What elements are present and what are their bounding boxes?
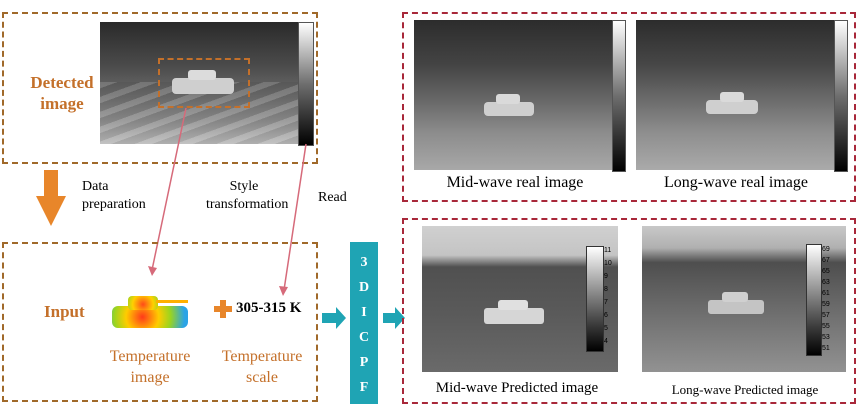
long-wave-scale-labels: 69 67 65 63 61 59 57 55 53 51	[822, 244, 842, 354]
scale-tick-label: 8	[604, 286, 608, 293]
mid-wave-real-image	[414, 20, 612, 170]
scale-tick-label: 57	[822, 312, 830, 319]
tank-turret	[496, 94, 520, 104]
scale-tick-label: 63	[822, 279, 830, 286]
scale-tick-label: 65	[822, 268, 830, 275]
temperature-image	[112, 294, 188, 332]
input-panel	[2, 242, 318, 402]
model-letter: P	[359, 355, 369, 370]
style-transformation-label: Style transformation	[206, 179, 289, 212]
tank-turret	[498, 300, 528, 310]
mid-wave-real-colorbar	[612, 20, 626, 172]
read-label: Read	[318, 190, 347, 205]
model-letter: 3	[360, 255, 368, 270]
scale-tick-label: 11	[604, 247, 612, 254]
scale-tick-label: 6	[604, 312, 608, 319]
scale-tick-label: 69	[822, 246, 830, 253]
model-letter: C	[358, 330, 370, 345]
model-letter: D	[358, 280, 370, 295]
detected-thermal-image	[100, 22, 298, 144]
detection-box	[158, 58, 250, 108]
model-letter: I	[361, 305, 367, 320]
temp-tank-gun	[156, 300, 188, 303]
tank-silhouette	[708, 300, 764, 314]
tank-turret	[188, 70, 216, 80]
temp-tank-turret	[128, 296, 158, 310]
tank-turret	[720, 92, 744, 102]
input-label: Input	[44, 302, 85, 321]
from-model-arrow-icon	[383, 307, 405, 329]
scale-tick-label: 7	[604, 299, 608, 306]
detected-image-panel	[2, 12, 318, 164]
scale-tick-label: 4	[604, 338, 608, 345]
temperature-range: 305-315 K	[236, 300, 302, 316]
scale-tick-label: 59	[822, 301, 830, 308]
read-arrowhead-icon	[279, 286, 288, 296]
model-3dicpf-block: 3 D I C P F	[350, 242, 378, 404]
long-wave-predicted-caption: Long-wave Predicted image	[671, 382, 819, 397]
mid-wave-predicted-caption: Mid-wave Predicted image	[435, 380, 599, 396]
long-wave-predicted-scale	[806, 244, 822, 356]
style-transform-arrowhead-icon	[148, 266, 157, 276]
to-model-arrow-icon	[322, 307, 346, 329]
long-wave-real-caption: Long-wave real image	[664, 174, 808, 191]
temperature-image-caption: Temperature image	[109, 348, 191, 386]
long-wave-real-image	[636, 20, 834, 170]
tank-silhouette	[706, 100, 758, 114]
data-preparation-label: Data preparation	[82, 179, 146, 212]
mid-wave-predicted-scale	[586, 246, 604, 352]
scale-tick-label: 53	[822, 334, 830, 341]
temp-tank-body	[112, 306, 188, 328]
tank-silhouette	[172, 78, 234, 94]
model-letter: F	[359, 380, 369, 395]
mid-wave-scale-labels: 11 10 9 8 7 6 5 4	[604, 244, 618, 348]
scale-tick-label: 55	[822, 323, 830, 330]
scale-tick-label: 5	[604, 325, 608, 332]
tank-silhouette	[484, 102, 534, 116]
data-prep-arrow-icon	[36, 170, 66, 226]
scale-tick-label: 51	[822, 345, 830, 352]
tank-turret	[722, 292, 748, 302]
long-wave-real-colorbar	[834, 20, 848, 172]
scale-tick-label: 67	[822, 257, 830, 264]
scale-tick-label: 9	[604, 273, 608, 280]
tank-silhouette	[484, 308, 544, 324]
detected-image-label: Detected image	[30, 73, 94, 113]
read-arrow	[283, 143, 307, 291]
scale-tick-label: 10	[604, 260, 612, 267]
temperature-scale-caption: Temperature scale	[221, 348, 303, 386]
mid-wave-predicted-image	[422, 226, 618, 372]
predicted-images-panel	[402, 218, 856, 404]
plus-icon	[214, 300, 232, 318]
mid-wave-real-caption: Mid-wave real image	[446, 174, 584, 191]
scale-tick-label: 61	[822, 290, 830, 297]
real-images-panel	[402, 12, 856, 202]
